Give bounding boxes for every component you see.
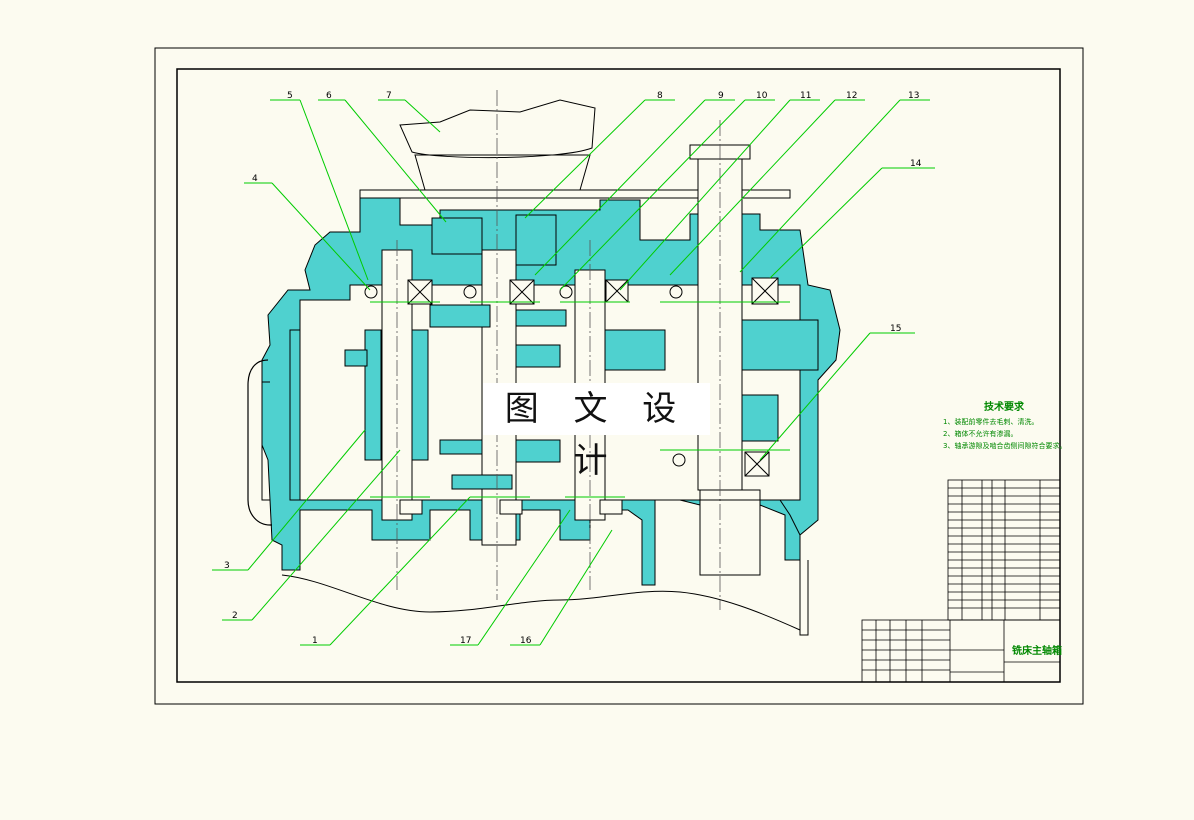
gear-h xyxy=(515,439,561,463)
bearing-7 xyxy=(499,499,523,515)
callout-1: 1 xyxy=(312,636,318,646)
callout-12: 12 xyxy=(846,91,857,101)
callout-8: 8 xyxy=(657,91,663,101)
bearing-8 xyxy=(599,499,623,515)
gear-g xyxy=(515,344,561,368)
gear-j xyxy=(741,319,819,371)
top-cover xyxy=(359,189,791,199)
parts-list xyxy=(947,479,1061,621)
spindle-flange xyxy=(414,154,591,191)
gear-b xyxy=(411,329,429,461)
tech-req-3: 3、轴承游隙及啮合齿侧间隙符合要求。 xyxy=(943,441,1066,450)
bearing-6 xyxy=(399,499,423,515)
spindle-lower xyxy=(699,489,761,576)
section-break-line xyxy=(281,574,801,631)
callout-17: 17 xyxy=(460,636,471,646)
technical-requirements: 技术要求 1、装配前零件去毛刺、清洗。 2、箱体不允许有渗漏。 3、轴承游隙及啮… xyxy=(943,400,1066,450)
side-cover-inner xyxy=(261,381,270,501)
callout-7: 7 xyxy=(386,91,392,101)
callout-11: 11 xyxy=(800,91,811,101)
callout-14: 14 xyxy=(910,159,922,169)
gear-i xyxy=(604,329,666,371)
callout-4: 4 xyxy=(252,174,258,184)
ball-bearing-2 xyxy=(463,285,477,299)
left-wall xyxy=(289,329,301,501)
gear-c xyxy=(344,349,368,367)
callout-16: 16 xyxy=(520,636,532,646)
bearings xyxy=(364,277,779,515)
parts-list-frame xyxy=(947,479,1061,621)
title-block xyxy=(861,619,1061,683)
callout-2: 2 xyxy=(232,611,238,621)
callout-13: 13 xyxy=(908,91,919,101)
tech-req-title: 技术要求 xyxy=(984,400,1025,413)
tech-req-1: 1、装配前零件去毛刺、清洗。 xyxy=(943,417,1038,426)
gears xyxy=(344,214,819,490)
side-cover-outer xyxy=(247,359,272,526)
inner-border xyxy=(176,68,1061,683)
callout-15: 15 xyxy=(890,324,901,334)
tech-req-2: 2、箱体不允许有渗漏。 xyxy=(943,429,1017,438)
top-sleeve xyxy=(431,217,483,255)
callout-9: 9 xyxy=(718,91,724,101)
callout-5: 5 xyxy=(287,91,293,101)
outer-border xyxy=(154,47,1084,705)
gear-l xyxy=(451,474,513,490)
callout-numbers: 5 6 7 4 8 9 10 11 12 13 14 15 3 2 1 17 1… xyxy=(224,91,922,646)
part-title: 铣床主轴箱 xyxy=(1012,644,1062,657)
lower-housing-outline xyxy=(655,499,809,636)
callout-10: 10 xyxy=(756,91,768,101)
leader-lines xyxy=(212,99,935,646)
ball-bearing-3 xyxy=(559,285,573,299)
gear-e xyxy=(439,439,483,455)
callout-6: 6 xyxy=(326,91,332,101)
spindle-head xyxy=(399,99,596,159)
top-nut xyxy=(515,214,557,266)
gear-a xyxy=(364,329,382,461)
gear-k xyxy=(741,394,779,442)
ball-bearing-4 xyxy=(669,285,683,299)
watermark: 图 文 设 计 xyxy=(483,383,710,481)
gear-d xyxy=(429,304,491,328)
ball-bearing-1 xyxy=(364,285,378,299)
ball-bearing-5 xyxy=(672,453,686,467)
title-block-frame xyxy=(861,619,1061,683)
gear-f xyxy=(515,309,567,327)
callout-3: 3 xyxy=(224,561,230,571)
